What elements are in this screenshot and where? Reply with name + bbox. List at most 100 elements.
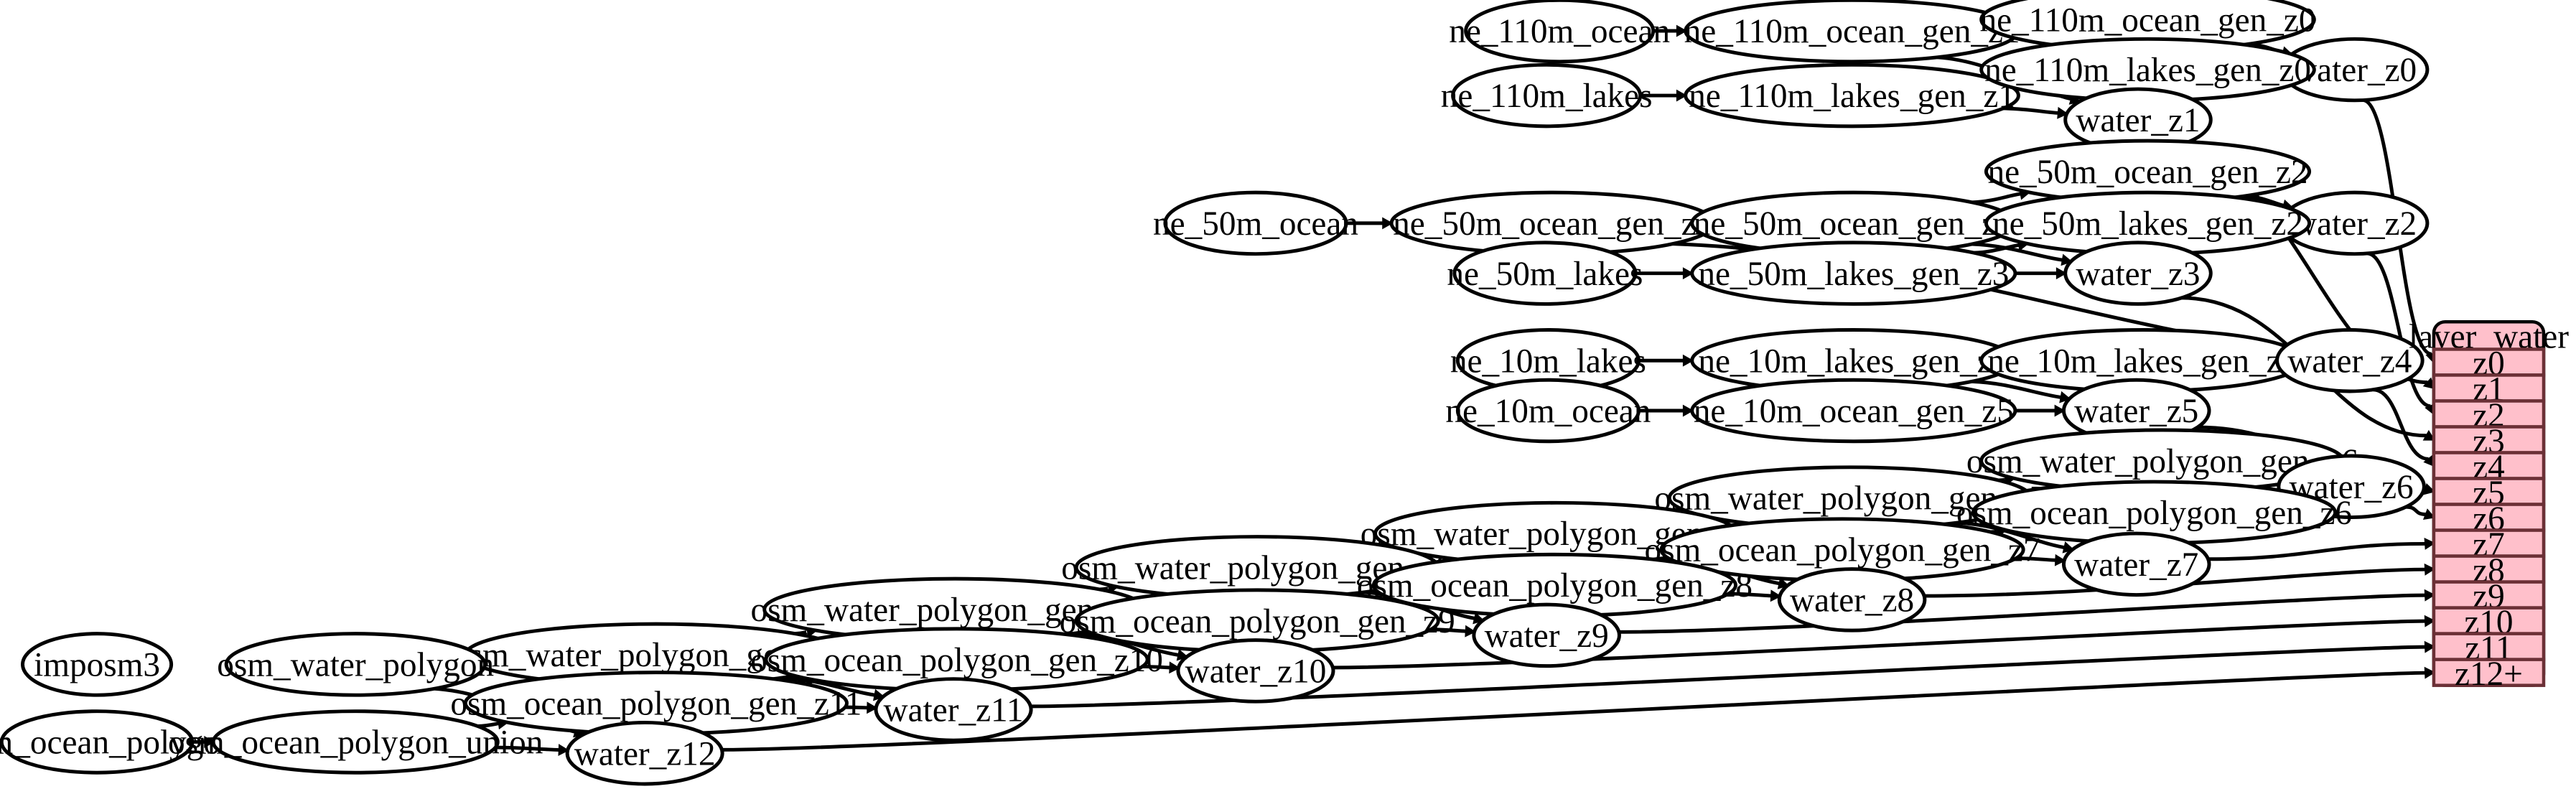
table-row-label: z12+ <box>2455 655 2523 693</box>
node-water_z4[interactable]: water_z4 <box>2275 327 2425 393</box>
node-water_z7[interactable]: water_z7 <box>2061 531 2211 597</box>
node-osm_ocean_polygon_gen_z8[interactable]: osm_ocean_polygon_gen_z8 <box>1357 552 1753 618</box>
edge-ne_50m_ocean_gen_z3-to-water_z3 <box>1971 242 2073 266</box>
node-ne_10m_lakes_gen_z5[interactable]: ne_10m_lakes_gen_z5 <box>1690 327 2017 393</box>
node-label: imposm3 <box>34 647 160 684</box>
edge-water_z12-to-layer_water.z12+ <box>722 666 2436 752</box>
node-label: water_z4 <box>2287 342 2412 380</box>
node-osm_ocean_polygon_gen_z6[interactable]: osm_ocean_polygon_gen_z6 <box>1956 480 2352 546</box>
node-ne_50m_ocean_gen_z4[interactable]: ne_50m_ocean_gen_z4 <box>1389 190 1717 256</box>
node-ne_110m_lakes_gen_z0[interactable]: ne_110m_lakes_gen_z0 <box>1979 37 2316 103</box>
edge-line <box>1030 645 2426 709</box>
edge-arrowhead <box>873 688 885 701</box>
edge-arrowhead <box>2054 554 2066 566</box>
node-shape <box>2063 241 2213 306</box>
edge-water_z11-to-layer_water.z11 <box>1030 640 2436 709</box>
node-water_z0[interactable]: water_z0 <box>2279 37 2430 103</box>
node-osm_ocean_polygon_gen_z11[interactable]: osm_ocean_polygon_gen_z11 <box>450 671 862 736</box>
node-shape <box>1451 62 1643 129</box>
edge-line <box>722 671 2426 752</box>
node-water_z8[interactable]: water_z8 <box>1777 567 1927 632</box>
edge-osm_ocean_polygon_gen_z9-to-water_z9 <box>1430 625 1476 638</box>
node-water_z5[interactable]: water_z5 <box>2061 378 2211 444</box>
node-label: ne_10m_lakes_gen_z5 <box>1698 342 2009 380</box>
edge-arrowhead <box>1465 625 1476 638</box>
edge-arrowhead <box>1682 267 1694 280</box>
table-row[interactable] <box>2432 503 2546 532</box>
edge-arrowhead <box>1169 661 1180 674</box>
node-ne_110m_ocean[interactable]: ne_110m_ocean <box>1449 0 1670 64</box>
edge-ne_10m_lakes_gen_z5-to-water_z5 <box>1971 379 2071 403</box>
node-ne_50m_lakes_gen_z3[interactable]: ne_50m_lakes_gen_z3 <box>1690 241 2017 306</box>
edge-arrowhead <box>204 736 215 748</box>
node-shape <box>21 632 174 697</box>
node-label: water_z9 <box>1485 617 1609 655</box>
node-label: water_z1 <box>2076 102 2200 139</box>
node-osm_ocean_polygon_gen_z9[interactable]: osm_ocean_polygon_gen_z9 <box>1060 588 1455 653</box>
node-ne_10m_lakes[interactable]: ne_10m_lakes <box>1450 327 1646 393</box>
node-water_z1[interactable]: water_z1 <box>2063 87 2213 153</box>
node-ne_110m_ocean_gen_z0[interactable]: ne_110m_ocean_gen_z0 <box>1979 0 2316 52</box>
node-osm_ocean_polygon_gen_z10[interactable]: osm_ocean_polygon_gen_z10 <box>750 627 1163 692</box>
edge-arrowhead <box>2424 563 2436 576</box>
edge-line <box>1430 627 1466 633</box>
node-label: osm_ocean_polygon_gen_z8 <box>1357 567 1753 604</box>
table-row[interactable] <box>2432 528 2546 558</box>
node-ne_110m_lakes[interactable]: ne_110m_lakes <box>1441 62 1653 129</box>
edge-arrowhead <box>1770 589 1782 602</box>
node-ne_110m_ocean_gen_z1[interactable]: ne_110m_ocean_gen_z1 <box>1684 0 2020 64</box>
node-imposm3[interactable]: imposm3 <box>21 632 174 697</box>
node-label: ne_110m_ocean <box>1449 13 1670 50</box>
edge-arrowhead <box>2424 666 2436 679</box>
node-ne_110m_lakes_gen_z1[interactable]: ne_110m_lakes_gen_z1 <box>1684 62 2020 129</box>
node-label: ne_50m_ocean_gen_z4 <box>1393 205 1713 243</box>
node-shape <box>1176 638 1335 704</box>
node-shape <box>1452 241 1638 306</box>
edge-ne_50m_lakes-to-ne_50m_lakes_gen_z3 <box>1635 267 1694 280</box>
node-osm_ocean_polygon_union[interactable]: osm_ocean_polygon_union <box>168 709 543 775</box>
edge-line <box>1924 567 2426 598</box>
edge-arrowhead <box>867 701 878 714</box>
node-label: ne_110m_ocean_gen_z1 <box>1684 13 2020 50</box>
table-row[interactable] <box>2432 554 2546 584</box>
node-shape <box>1464 0 1656 64</box>
node-ne_50m_ocean_gen_z2[interactable]: ne_50m_ocean_gen_z2 <box>1984 139 2312 205</box>
table-row[interactable] <box>2432 477 2546 506</box>
node-osm_water_polygon_gen_z7[interactable]: osm_water_polygon_gen_z7 <box>1654 465 2046 531</box>
node-osm_water_polygon[interactable]: osm_water_polygon <box>217 632 494 697</box>
node-shape <box>0 709 195 775</box>
table-row[interactable] <box>2432 373 2546 403</box>
node-label: ne_50m_ocean_gen_z2 <box>1987 154 2307 191</box>
edge-osm_ocean_polygon_gen_z11-to-water_z11 <box>845 701 878 714</box>
edge-line <box>1142 664 1170 670</box>
node-water_z11[interactable]: water_z11 <box>874 677 1033 742</box>
edge-arrowhead <box>1382 217 1394 230</box>
node-shape <box>211 709 500 775</box>
node-label: water_z10 <box>1185 653 1327 691</box>
edge-osm_ocean_polygon_gen_z10-to-water_z10 <box>1142 661 1180 674</box>
node-ne_50m_lakes[interactable]: ne_50m_lakes <box>1447 241 1643 306</box>
table-row[interactable] <box>2432 606 2546 635</box>
edge-arrowhead <box>2057 106 2068 119</box>
node-ne_50m_ocean[interactable]: ne_50m_ocean <box>1153 190 1358 256</box>
edge-osm_ocean_polygon_gen_z7-to-water_z7 <box>2016 554 2066 566</box>
node-water_z2[interactable]: water_z2 <box>2279 190 2430 256</box>
node-ne_10m_ocean_gen_z5[interactable]: ne_10m_ocean_gen_z5 <box>1690 378 2017 444</box>
node-water_z9[interactable]: water_z9 <box>1472 602 1621 668</box>
node-osm_ocean_polygon_gen_z7[interactable]: osm_ocean_polygon_gen_z7 <box>1645 517 2040 582</box>
node-label: ne_50m_lakes_gen_z2 <box>1992 205 2303 243</box>
node-water_z12[interactable]: water_z12 <box>565 720 724 786</box>
edge-ne_10m_lakes-to-ne_10m_lakes_gen_z5 <box>1638 354 1694 367</box>
table-row[interactable] <box>2432 658 2546 687</box>
edge-ne_110m_lakes_gen_z1-to-water_z1 <box>2003 106 2068 119</box>
node-label: osm_ocean_polygon <box>0 724 238 762</box>
node-water_z10[interactable]: water_z10 <box>1176 638 1335 704</box>
node-water_z3[interactable]: water_z3 <box>2063 241 2213 306</box>
node-ne_50m_ocean_gen_z3[interactable]: ne_50m_ocean_gen_z3 <box>1690 190 2017 256</box>
node-osm_ocean_polygon[interactable]: osm_ocean_polygon <box>0 709 238 775</box>
node-ne_10m_ocean[interactable]: ne_10m_ocean <box>1445 378 1651 444</box>
table-row[interactable] <box>2432 399 2546 429</box>
edge-arrowhead <box>2059 391 2071 403</box>
edge-arrowhead <box>2061 253 2073 266</box>
node-label: ne_50m_ocean <box>1153 205 1358 243</box>
